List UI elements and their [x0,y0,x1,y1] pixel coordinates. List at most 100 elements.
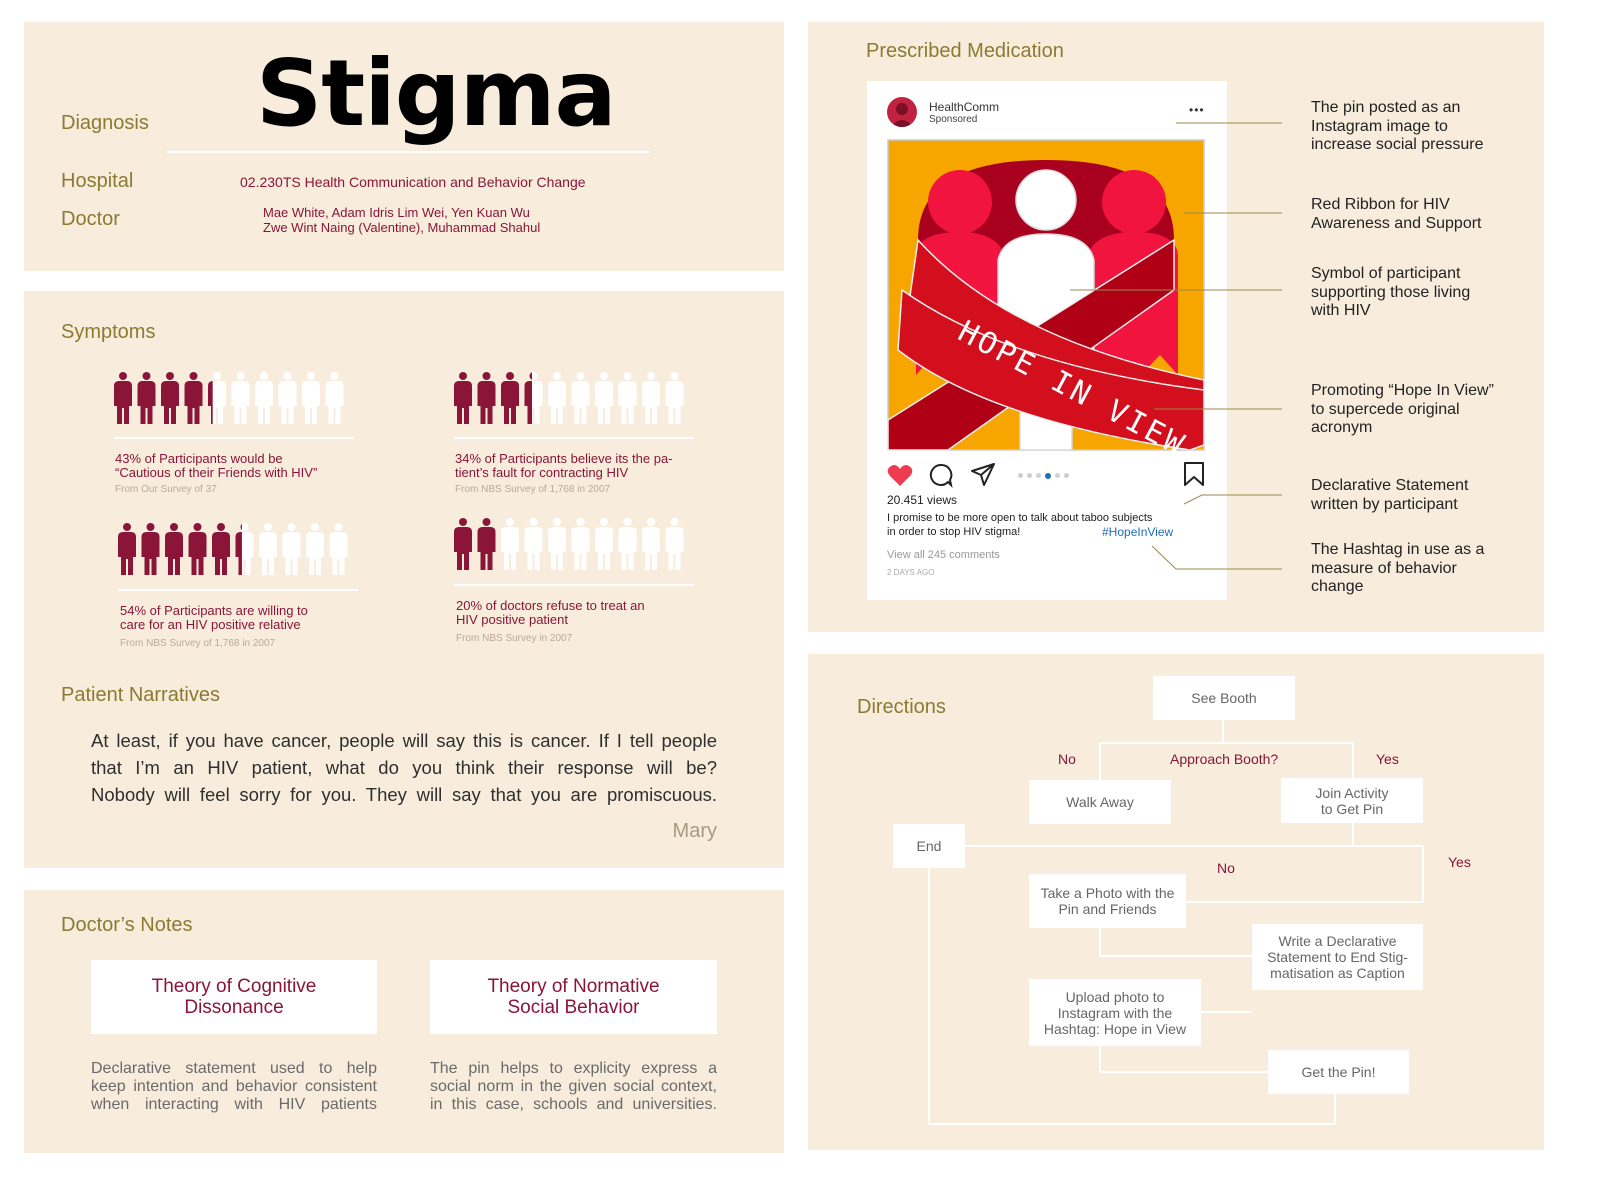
symptoms-label: Symptoms [61,321,156,343]
account-name[interactable]: HealthComm [929,100,1000,114]
view-count: 20.451 views [887,493,958,507]
person-figure [642,372,660,424]
person-figure [255,372,273,424]
person-figure-filled [184,372,203,424]
person-figure [329,523,348,575]
theory-card-cognitive: Theory of Cognitive Dissonance [91,960,377,1034]
hospital-label: Hospital [61,170,134,192]
carousel-dot [1064,473,1069,478]
stat-caption-4: 20% of doctors refuse to treat an HIV po… [456,599,645,646]
directions-label: Directions [857,696,946,718]
person-figure [302,372,320,424]
node-upload-photo: Upload photo to Instagram with the Hasht… [1029,979,1201,1046]
title-divider [167,151,650,153]
write-line-1: Write a Declarative [1278,933,1397,949]
doctor-line-1: Mae White, Adam Idris Lim Wei, Yen Kuan … [263,205,530,220]
stat-3-source: From NBS Survey of 1,768 in 2007 [120,638,276,649]
person-figure [595,372,613,424]
stat-caption-2: 34% of Participants believe its the pa- … [455,452,673,497]
annotation-3-line-1: Symbol of participant [1311,265,1461,282]
join-line-1: Join Activity [1315,784,1389,801]
annotation-4: Promoting “Hope In View” to supercede or… [1311,382,1494,438]
theory-card-normative: Theory of Normative Social Behavior [430,960,717,1034]
annotation-1-line-1: The pin posted as an [1311,99,1461,116]
annotation-6-line-2: measure of behavior [1311,559,1457,577]
diagnosis-label: Diagnosis [61,112,149,134]
person-figure [618,518,637,570]
node-see-booth: See Booth [1153,676,1295,720]
theory-1-description: Declarative statement used to help keep … [91,1060,377,1114]
label-yes-approach: Yes [1376,751,1399,767]
person-figure-filled [208,381,213,424]
node-walk-away: Walk Away [1029,780,1171,824]
stat-caption-1: 43% of Participants would be “Cautious o… [115,452,317,497]
post-caption: I promise to be more open to talk about … [887,511,1152,539]
people-chart-4 [454,518,684,570]
person-figure-filled [165,523,183,575]
header-panel: Stigma Diagnosis Hospital 02.230TS Healt… [24,22,784,271]
theory-2-description: The pin helps to explicity express a soc… [430,1060,717,1114]
patient-narratives-label: Patient Narratives [61,684,220,706]
carousel-dot [1036,473,1041,478]
stat-2-source: From NBS Survey of 1,768 in 2007 [455,484,611,495]
hashtag-link[interactable]: #HopeInView [1102,525,1174,539]
person-figure [306,523,324,575]
stat-caption-3: 54% of Participants are willing to care … [120,604,308,651]
view-comments-link[interactable]: View all 245 comments [887,549,1000,561]
narrative-line-2: that I’m an HIV patient, what do you thi… [91,757,717,778]
theory-2-title-line-1: Theory of Normative [487,976,660,997]
hospital-value: 02.230TS Health Communication and Behavi… [240,174,586,190]
comment-icon[interactable] [929,463,953,489]
person-figure-filled [454,372,472,424]
person-figure [548,372,566,424]
annotation-2-line-2: Awareness and Support [1311,214,1482,232]
doctor-names: Mae White, Adam Idris Lim Wei, Yen Kuan … [263,205,540,235]
annotation-1: The pin posted as an Instagram image to … [1311,99,1484,155]
label-no-approach: No [1058,751,1076,767]
annotation-1-line-3: increase social pressure [1311,136,1484,153]
annotation-lines [1070,122,1282,570]
annotation-3-line-2: supporting those living [1311,283,1471,301]
person-figure-filled [188,523,207,575]
people-chart-3 [118,523,348,575]
person-figure-filled [477,518,496,570]
share-icon[interactable] [970,462,996,486]
person-figure [278,372,297,424]
doctors-notes-label: Doctor’s Notes [61,914,193,936]
narrative-author: Mary [672,820,717,842]
person-figure [595,518,613,570]
annotation-4-line-3: acronym [1311,419,1373,436]
stat-divider-1 [114,437,354,439]
theory-1-text-2: keep intention and behavior consistent [91,1078,377,1095]
more-options-icon[interactable]: ••• [1189,103,1205,117]
doctors-notes-panel: Doctor’s Notes Theory of Cognitive Disso… [24,890,784,1153]
photo-line-2: Pin and Friends [1058,901,1157,917]
person-figure-filled [114,372,132,424]
like-icon[interactable] [887,464,913,488]
theory-2-title-line-2: Social Behavior [507,997,640,1018]
label-no-photo: No [1217,860,1235,876]
page-title: Stigma [256,40,617,147]
person-figure-filled [454,518,472,570]
upload-line-2: Instagram with the [1057,1004,1173,1021]
stat-divider-3 [118,589,358,591]
bookmark-icon[interactable] [1183,461,1205,487]
stat-1-line-1: 43% of Participants would be [115,451,283,466]
theory-2-text-1: The pin helps to explicity express a [430,1060,717,1077]
instagram-post: HealthComm Sponsored ••• [867,81,1227,600]
person-figure [571,372,590,424]
annotation-5: Declarative Statement written by partici… [1311,477,1468,514]
person-figure [325,372,344,424]
join-line-2: to Get Pin [1320,800,1384,817]
person-figure-filled [477,372,496,424]
person-figure-filled [235,523,242,575]
hope-in-view-pin-image: HOPE IN VIEW [887,139,1205,464]
stat-4-line-1: 20% of doctors refuse to treat an [456,598,645,613]
annotation-6-line-3: change [1311,578,1364,595]
narrative-line-3: Nobody will feel sorry for you. They wil… [91,784,717,805]
annotation-1-line-2: Instagram image to [1311,117,1448,135]
sponsored-label: Sponsored [929,114,978,125]
write-line-3: matisation as Caption [1270,965,1405,981]
people-chart-1 [114,372,344,424]
carousel-dot-active [1045,473,1051,479]
